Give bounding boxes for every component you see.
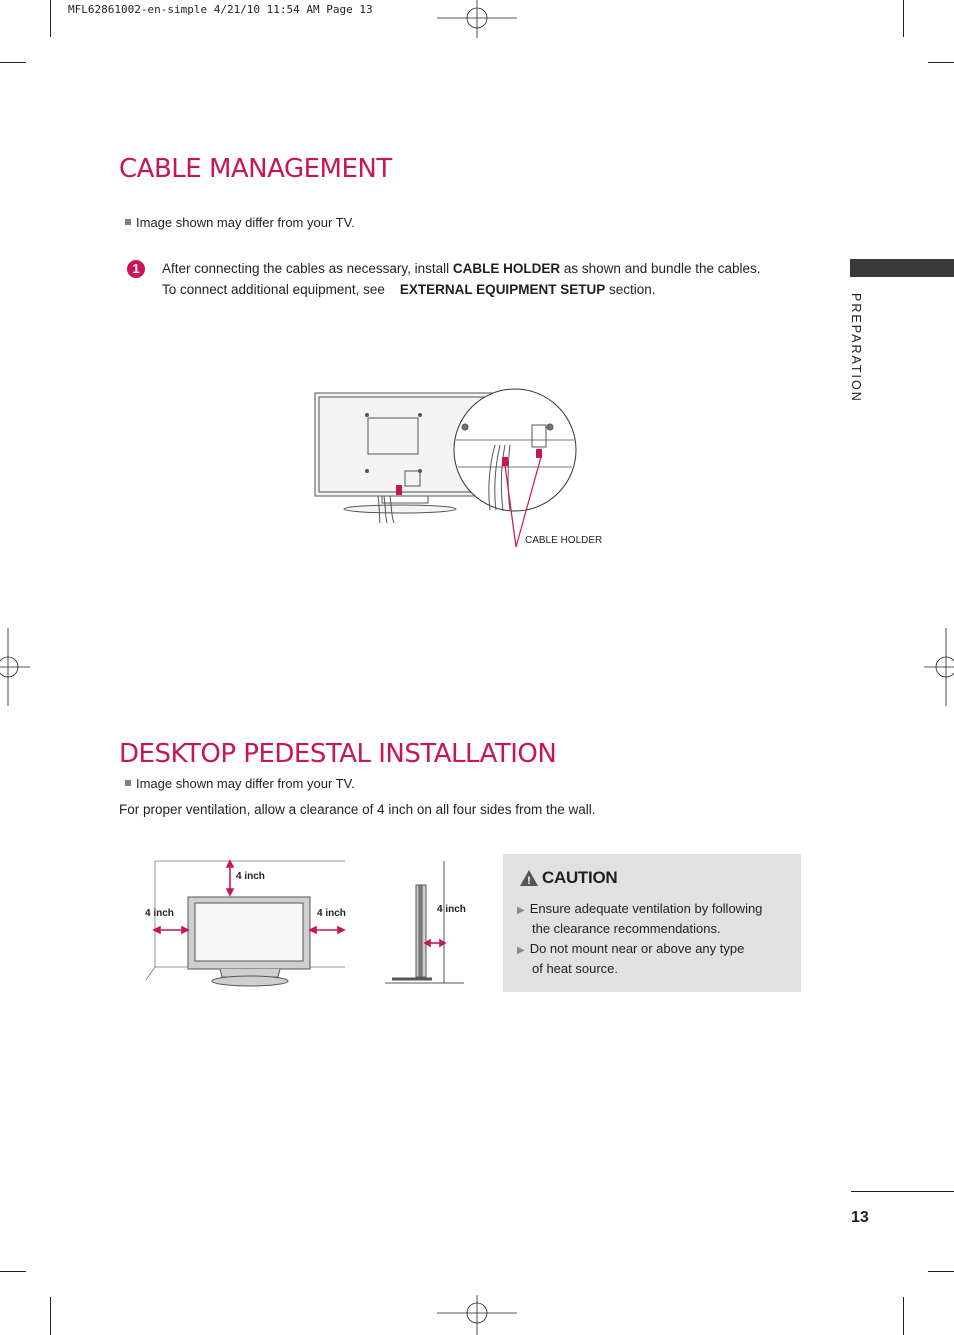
page-number: 13: [851, 1209, 869, 1226]
side-clearance-diagram: [385, 861, 464, 984]
front-clearance-diagram: [145, 859, 346, 987]
bullet-square-icon: [125, 780, 131, 786]
section-tab: [850, 259, 954, 277]
step-number-badge: 1: [127, 260, 145, 278]
cable-holder-label: CABLE HOLDER: [525, 535, 603, 546]
section-tab-label: PREPARATION: [849, 293, 863, 403]
ventilation-intro: For proper ventilation, allow a clearanc…: [119, 802, 596, 817]
footer-rule: [851, 1191, 954, 1192]
note-text: Image shown may differ from your TV.: [136, 215, 355, 230]
note-text: Image shown may differ from your TV.: [136, 776, 355, 791]
clearance-back-label: 4 inch: [437, 904, 466, 915]
clearance-left-label: 4 inch: [145, 908, 174, 919]
pedestal-note: Image shown may differ from your TV.: [125, 776, 355, 791]
svg-text:!: !: [527, 875, 531, 887]
step-instructions: After connecting the cables as necessary…: [162, 258, 761, 300]
step-line-1: After connecting the cables as necessary…: [162, 261, 761, 276]
external-equipment-term: EXTERNAL EQUIPMENT SETUP: [399, 282, 606, 297]
pedestal-title: DESKTOP PEDESTAL INSTALLATION: [119, 739, 557, 769]
caution-box: [503, 854, 801, 992]
step-line-2: To connect additional equipment, see EXT…: [162, 282, 656, 297]
arrow-right-icon: ▶: [517, 905, 525, 916]
cable-management-title: CABLE MANAGEMENT: [119, 154, 392, 184]
cable-holder-term: CABLE HOLDER: [452, 261, 561, 276]
caution-item: ▶Do not mount near or above any type of …: [517, 941, 745, 976]
bullet-square-icon: [125, 219, 131, 225]
warning-triangle-icon: !: [520, 870, 538, 887]
arrow-right-icon: ▶: [517, 945, 525, 956]
clearance-top-label: 4 inch: [236, 871, 265, 882]
cable-holder-illustration: [314, 388, 577, 548]
caution-title: CAUTION: [542, 868, 618, 887]
caution-item: ▶Ensure adequate ventilation by followin…: [517, 901, 763, 936]
print-slug: MFL62861002-en-simple 4/21/10 11:54 AM P…: [68, 3, 373, 16]
clearance-right-label: 4 inch: [317, 908, 346, 919]
cable-management-note: Image shown may differ from your TV.: [125, 215, 355, 230]
